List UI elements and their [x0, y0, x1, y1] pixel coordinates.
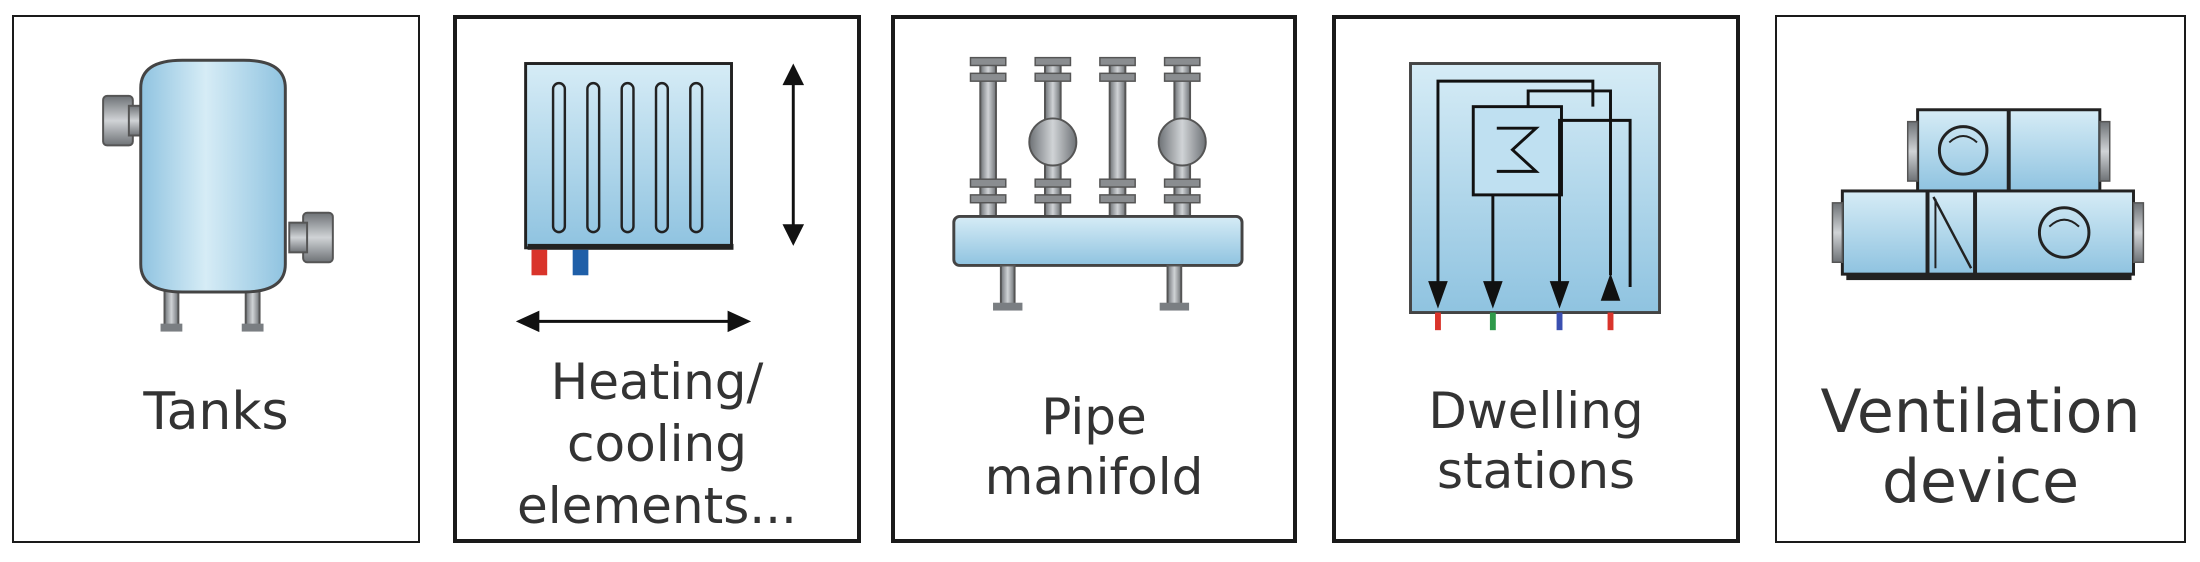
ventilation-unit-icon [1831, 108, 2145, 281]
tile-label: Tanks [143, 382, 289, 442]
tile-label: Dwelling stations [1428, 382, 1644, 500]
tile-label: Heating/ cooling elements... [517, 353, 797, 535]
tile-heating-cooling[interactable]: Heating/ cooling elements... [453, 15, 861, 543]
tile-pipe-manifold[interactable]: Pipe manifold [891, 15, 1297, 543]
tile-tanks[interactable]: Tanks [12, 15, 420, 543]
tile-ventilation-device[interactable]: Ventilation device [1775, 15, 2186, 543]
dwelling-station-icon [1409, 62, 1661, 331]
tank-icon [102, 58, 334, 332]
tile-label: Pipe manifold [984, 388, 1204, 506]
radiator-icon [515, 62, 805, 333]
tile-label: Ventilation device [1820, 377, 2141, 517]
tile-dwelling-stations[interactable]: Dwelling stations [1332, 15, 1740, 543]
pipe-manifold-icon [952, 56, 1244, 311]
